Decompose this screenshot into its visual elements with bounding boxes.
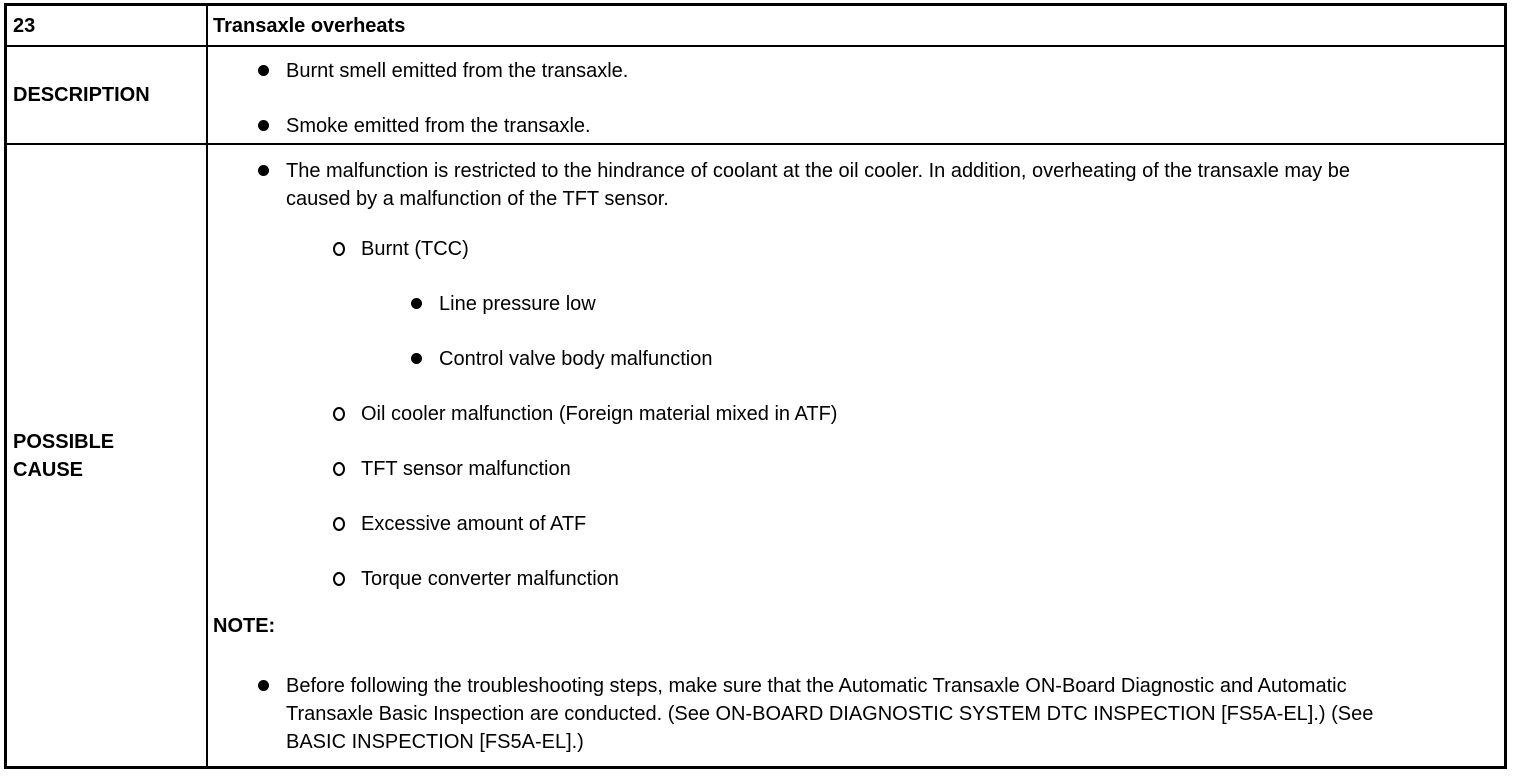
list-item: The malfunction is restricted to the hin…: [213, 157, 1504, 213]
bullet-open-icon: [333, 400, 361, 421]
list-item: Smoke emitted from the transaxle.: [213, 112, 1504, 140]
list-item-text: Line pressure low: [439, 293, 596, 315]
bullet-filled-icon: [411, 345, 439, 364]
note-label: NOTE:: [213, 615, 276, 637]
page-title: Transaxle overheats: [213, 14, 406, 37]
bullet-open-icon: [333, 510, 361, 531]
item-number-cell: 23: [7, 6, 208, 47]
list-item-text: Burnt (TCC): [361, 238, 469, 260]
troubleshooting-table: 23 Transaxle overheats DESCRIPTION Burnt…: [4, 3, 1507, 769]
list-item-text: Torque converter malfunction: [361, 568, 619, 590]
title-cell: Transaxle overheats: [208, 6, 1504, 47]
bullet-filled-icon: [258, 672, 286, 691]
description-label-cell: DESCRIPTION: [7, 47, 208, 145]
bullet-open-icon: [333, 565, 361, 586]
list-item: Before following the troubleshooting ste…: [213, 672, 1504, 756]
list-item: Line pressure low: [213, 290, 1504, 318]
list-item: Oil cooler malfunction (Foreign material…: [213, 400, 1504, 428]
possible-cause-label-cell: POSSIBLE CAUSE: [7, 145, 208, 766]
list-item: Torque converter malfunction: [213, 565, 1504, 593]
list-item-text: Control valve body malfunction: [439, 348, 713, 370]
description-label: DESCRIPTION: [13, 84, 150, 106]
bullet-filled-icon: [258, 57, 286, 76]
bullet-filled-icon: [411, 290, 439, 309]
list-item-text: Excessive amount of ATF: [361, 513, 587, 535]
list-item-text: Burnt smell emitted from the transaxle.: [286, 60, 629, 82]
possible-cause-label: POSSIBLE CAUSE: [13, 430, 115, 481]
list-item: Burnt smell emitted from the transaxle.: [213, 57, 1504, 85]
list-item: Excessive amount of ATF: [213, 510, 1504, 538]
list-item-text: Smoke emitted from the transaxle.: [286, 115, 591, 137]
note-text: Before following the troubleshooting ste…: [286, 675, 1374, 753]
list-item-text: TFT sensor malfunction: [361, 458, 571, 480]
list-item: Burnt (TCC): [213, 235, 1504, 263]
bullet-open-icon: [333, 455, 361, 476]
item-number: 23: [13, 14, 36, 37]
bullet-filled-icon: [258, 112, 286, 131]
list-item: TFT sensor malfunction: [213, 455, 1504, 483]
possible-cause-content-cell: The malfunction is restricted to the hin…: [208, 145, 1504, 766]
list-item-text: Oil cooler malfunction (Foreign material…: [361, 403, 838, 425]
description-content-cell: Burnt smell emitted from the transaxle. …: [208, 47, 1504, 145]
cause-intro: The malfunction is restricted to the hin…: [286, 160, 1350, 210]
list-item: Control valve body malfunction: [213, 345, 1504, 373]
bullet-open-icon: [333, 235, 361, 256]
bullet-filled-icon: [258, 157, 286, 176]
